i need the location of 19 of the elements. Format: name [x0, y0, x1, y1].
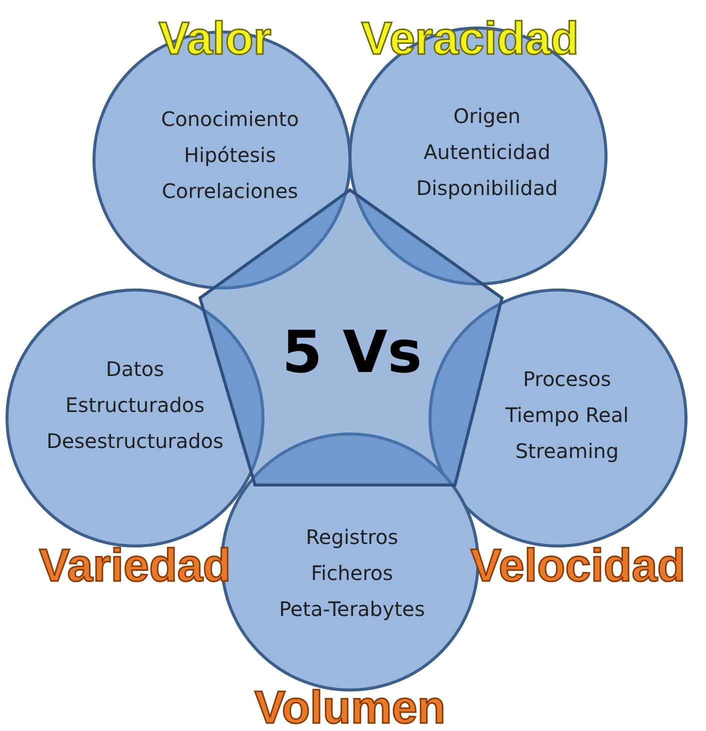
list-item: Origen: [453, 103, 521, 130]
list-item: Streaming: [515, 438, 619, 465]
list-item: Ficheros: [310, 560, 394, 587]
list-item: Autenticidad: [424, 139, 550, 166]
list-item: Estructurados: [65, 392, 205, 419]
category-heading: Volumen: [254, 684, 446, 730]
list-item: Procesos: [522, 366, 612, 393]
category-heading: Veracidad: [361, 15, 579, 61]
center-title: 5 Vs: [282, 318, 422, 386]
list-item: Datos: [106, 356, 164, 383]
list-item: Peta-Terabytes: [279, 596, 425, 623]
list-item: Disponibilidad: [416, 175, 558, 202]
list-item: Conocimiento: [161, 106, 299, 133]
list-item: Registros: [306, 524, 398, 551]
list-item: Correlaciones: [162, 178, 298, 205]
list-item: Tiempo Real: [505, 402, 629, 429]
category-heading: Valor: [158, 15, 272, 61]
list-item: Desestructurados: [46, 428, 224, 455]
list-item: Hipótesis: [184, 142, 276, 169]
